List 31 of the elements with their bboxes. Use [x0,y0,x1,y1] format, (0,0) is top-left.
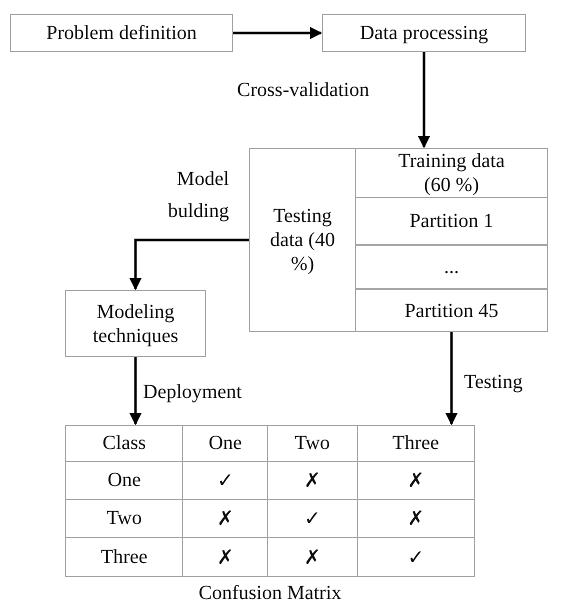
data-cell: Training data (60 %) [355,148,548,198]
row-header: Three [66,538,183,576]
table-cell: ✗ [182,500,268,538]
table-cell: ✓ [182,461,268,500]
table-cell: ✗ [268,461,357,500]
column-header: Three [357,426,474,462]
data-cell: Partition 1 [355,197,548,245]
process-box: Problem definition [10,14,233,52]
table-caption: Confusion Matrix [198,582,342,605]
column-header: Two [268,426,357,462]
arrow [129,357,142,426]
data-cell: ... [355,245,548,289]
arrow [445,332,458,426]
data-cell: Testing data (40 %) [249,148,356,332]
arrow [129,238,249,290]
row-header: One [66,461,183,500]
table-cell: ✓ [268,500,357,538]
table-cell: ✗ [357,500,474,538]
column-header: One [182,426,268,462]
confusion-matrix-table [65,425,475,577]
table-cell: ✗ [268,538,357,576]
table-cell: ✓ [357,538,474,576]
arrow [233,26,322,40]
data-cell: Partition 45 [355,289,548,332]
table-cell: ✗ [357,461,474,500]
table-cell: ✗ [182,538,268,576]
process-box: Modeling techniques [65,290,206,357]
arrow [418,52,430,148]
column-header: Class [66,426,183,462]
process-box: Data processing [322,14,526,52]
row-header: Two [66,500,183,538]
